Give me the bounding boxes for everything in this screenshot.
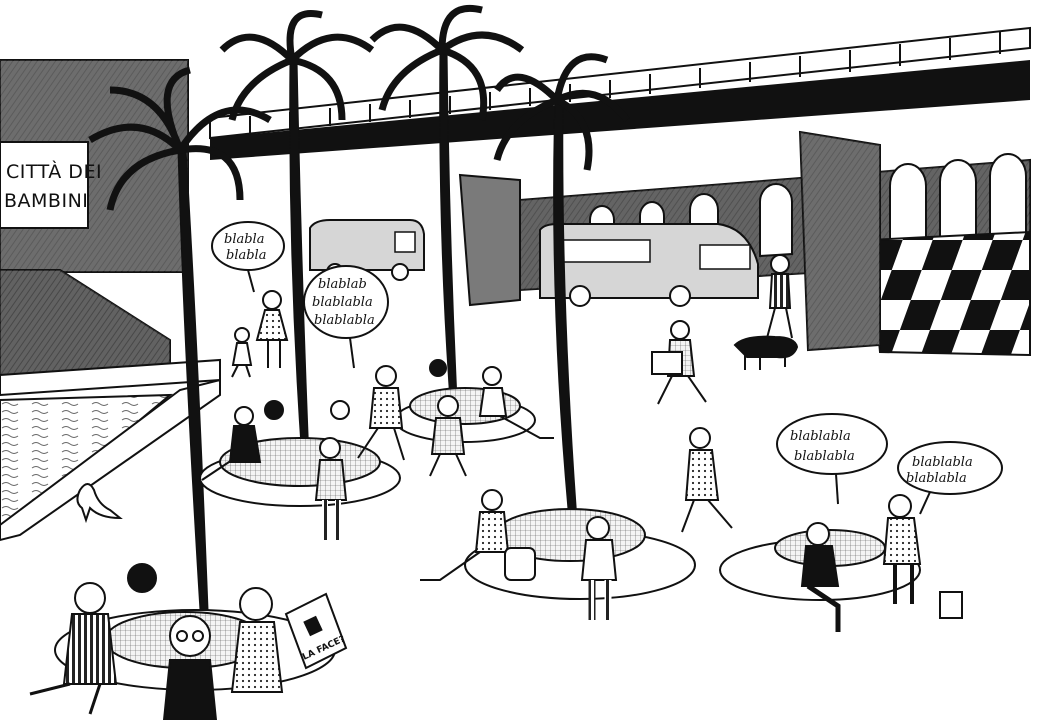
speech-bubble-4: blablabla blablabla [897, 441, 1003, 515]
palm-tree-4 [493, 53, 630, 521]
sign-line-2: BAMBINI [4, 190, 88, 212]
bubble-3-line-1: blablabla [790, 429, 851, 444]
bubble-1-line-2: blabla [226, 248, 266, 263]
man-walking-dog [733, 254, 799, 370]
newspaper: LA FACE? [284, 592, 348, 670]
palm-tree-3 [369, 5, 525, 401]
palm-tree-2 [219, 10, 375, 461]
man-in-beret [681, 427, 733, 533]
speech-bubble-2: blablab blablabla blablabla [303, 265, 389, 369]
people-front-left [29, 563, 284, 720]
bubble-2-line-2: blablabla [312, 295, 373, 310]
bench-left [199, 437, 401, 507]
checkered-floor [868, 230, 1031, 357]
people-center-bench [429, 359, 554, 477]
bubble-4-line-1: blablabla [912, 455, 973, 470]
pool [0, 378, 221, 542]
ramp [0, 269, 221, 397]
women-right-bench [800, 494, 963, 632]
bubble-1-line-1: blabla [224, 232, 264, 247]
bubble-2-line-1: blablab [318, 277, 367, 292]
speech-bubble-3: blablabla blablabla [776, 413, 888, 505]
mother-and-child [231, 290, 289, 378]
people-left-bench [201, 365, 405, 540]
speech-bubble-1: blabla blabla [211, 221, 285, 293]
bubble-3-line-2: blablabla [794, 449, 855, 464]
people-middle-bench [420, 489, 618, 620]
man-reading-walking [651, 320, 707, 405]
bench-center [394, 387, 536, 443]
bubble-2-line-3: blablabla [314, 313, 375, 328]
elevated-highway [209, 26, 1031, 160]
city-sign-panel [0, 141, 89, 229]
sign-line-1: CITTÀ DEI [6, 160, 102, 183]
people [29, 254, 963, 720]
sign-building: CITTÀ DEI BAMBINI [0, 59, 189, 273]
bird [76, 483, 123, 524]
pillars [458, 130, 881, 352]
bubble-4-line-2: blablabla [906, 471, 967, 486]
camper-van-large [539, 223, 759, 307]
